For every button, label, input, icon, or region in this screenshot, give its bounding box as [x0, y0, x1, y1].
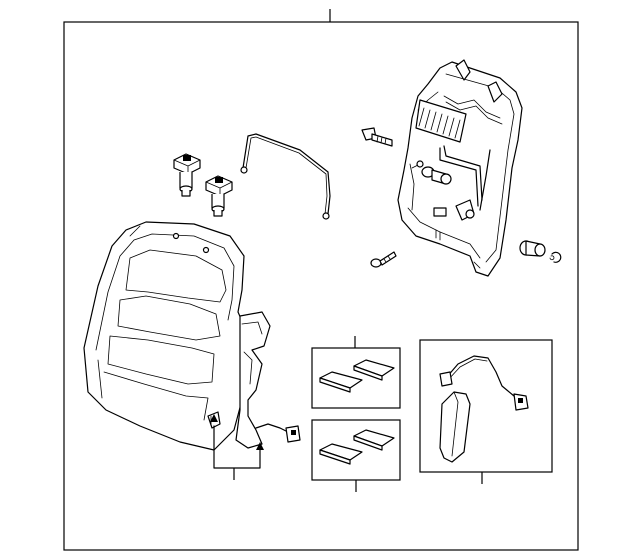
pad-set-upper: [311, 336, 401, 409]
frame-screw: [370, 251, 397, 268]
pad-set-lower: [311, 419, 401, 492]
frame-clip: [549, 251, 562, 263]
mesh-panel-lines: [418, 107, 461, 139]
wire-rod: [240, 133, 331, 220]
cushion-harness-connector: [207, 411, 301, 480]
seat-back-cushion: [83, 221, 271, 451]
diagram-border: [63, 21, 579, 551]
airbag-module-with-harness: [419, 339, 553, 484]
frame-bolt: [361, 127, 393, 147]
headrest-guide-right: [205, 175, 233, 217]
headrest-guide-left: [173, 153, 201, 197]
seat-back-frame: [397, 59, 523, 277]
frame-knobs: [416, 160, 452, 185]
frame-cap: [519, 240, 546, 257]
